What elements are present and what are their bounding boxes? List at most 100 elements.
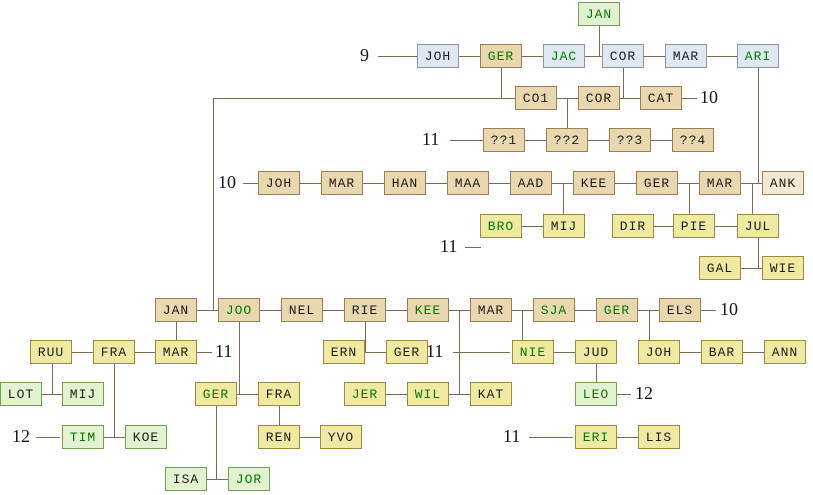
person-box[interactable]: JOO (218, 298, 260, 322)
person-box[interactable]: KAT (470, 382, 512, 406)
person-box[interactable]: CO1 (515, 86, 557, 110)
person-box[interactable]: CAT (640, 86, 682, 110)
connector-line (689, 183, 690, 214)
person-box[interactable]: GER (195, 382, 237, 406)
person-box[interactable]: MAR (155, 340, 197, 364)
connector-line (104, 437, 125, 438)
person-box[interactable]: YVO (320, 425, 362, 449)
person-box[interactable]: COR (602, 44, 644, 68)
person-box[interactable]: MAA (447, 171, 489, 195)
person-box[interactable]: MAR (699, 171, 741, 195)
connector-line (522, 56, 543, 57)
connector-line (279, 406, 280, 425)
person-box[interactable]: LEO (575, 382, 617, 406)
connector-line (489, 183, 510, 184)
person-box[interactable]: JOH (638, 340, 680, 364)
person-box[interactable]: MAR (321, 171, 363, 195)
connector-line (300, 437, 320, 438)
person-box[interactable]: DIR (612, 214, 654, 238)
person-box[interactable]: JAN (578, 2, 620, 26)
person-box[interactable]: PIE (673, 214, 715, 238)
person-box[interactable]: KEE (407, 298, 449, 322)
person-box[interactable]: COR (578, 86, 620, 110)
connector-line (651, 140, 672, 141)
connector-line (176, 322, 177, 340)
person-box[interactable]: JUL (737, 214, 779, 238)
person-box[interactable]: WIE (762, 256, 804, 280)
person-box[interactable]: ANK (762, 171, 804, 195)
person-box[interactable]: RUU (30, 340, 72, 364)
person-box[interactable]: GER (480, 44, 522, 68)
person-box[interactable]: ??4 (672, 128, 714, 152)
connector-line (365, 352, 386, 353)
generation-label: 9 (360, 45, 369, 66)
person-box[interactable]: ERI (575, 425, 617, 449)
person-box[interactable]: KOE (125, 425, 167, 449)
connector-line (741, 183, 762, 184)
connector-line (260, 310, 281, 311)
person-box[interactable]: KEE (573, 171, 615, 195)
person-box[interactable]: ISA (165, 467, 207, 491)
person-box[interactable]: ??2 (546, 128, 588, 152)
person-box[interactable]: MAR (470, 298, 512, 322)
connector-line (617, 437, 638, 438)
person-box[interactable]: MIJ (62, 382, 104, 406)
connector-line (72, 352, 93, 353)
generation-label: 10 (700, 87, 718, 108)
person-box[interactable]: TIM (62, 425, 104, 449)
generation-label: 11 (422, 129, 440, 150)
person-box[interactable]: JER (344, 382, 386, 406)
connector-line (522, 310, 523, 340)
person-box[interactable]: WIL (407, 382, 449, 406)
connector-line (707, 56, 737, 57)
person-box[interactable]: LIS (638, 425, 680, 449)
person-box[interactable]: AAD (510, 171, 552, 195)
person-box[interactable]: JOH (417, 44, 459, 68)
connector-line (623, 68, 624, 98)
connector-line (649, 310, 650, 340)
connector-line (363, 183, 384, 184)
person-box[interactable]: MIJ (543, 214, 585, 238)
connector-line (207, 479, 228, 480)
connector-line (575, 310, 596, 311)
person-box[interactable]: GER (596, 298, 638, 322)
person-box[interactable]: FRA (258, 382, 300, 406)
generation-label: 10 (720, 299, 738, 320)
connector-line (300, 183, 321, 184)
person-box[interactable]: JAC (543, 44, 585, 68)
connector-line (596, 364, 597, 382)
person-box[interactable]: LOT (0, 382, 42, 406)
person-box[interactable]: GER (636, 171, 678, 195)
connector-line (620, 98, 640, 99)
connector-line (386, 394, 407, 395)
connector-line (585, 56, 602, 57)
person-box[interactable]: JOR (228, 467, 270, 491)
person-box[interactable]: ??3 (609, 128, 651, 152)
person-box[interactable]: MAR (665, 44, 707, 68)
person-box[interactable]: GAL (699, 256, 741, 280)
person-box[interactable]: ELS (659, 298, 701, 322)
person-box[interactable]: JUD (575, 340, 617, 364)
person-box[interactable]: NIE (512, 340, 554, 364)
person-box[interactable]: BAR (701, 340, 743, 364)
connector-line (213, 98, 515, 99)
connector-line (135, 352, 155, 353)
person-box[interactable]: NEL (281, 298, 323, 322)
person-box[interactable]: RIE (344, 298, 386, 322)
person-box[interactable]: SJA (533, 298, 575, 322)
person-box[interactable]: ??1 (483, 128, 525, 152)
connector-line (213, 98, 214, 310)
connector-line (323, 310, 344, 311)
person-box[interactable]: ANN (764, 340, 806, 364)
person-box[interactable]: BRO (480, 214, 522, 238)
person-box[interactable]: HAN (384, 171, 426, 195)
person-box[interactable]: ARI (737, 44, 779, 68)
person-box[interactable]: ERN (323, 340, 365, 364)
person-box[interactable]: JOH (258, 171, 300, 195)
person-box[interactable]: GER (386, 340, 428, 364)
generation-dash (36, 437, 60, 438)
connector-line (680, 352, 701, 353)
person-box[interactable]: REN (258, 425, 300, 449)
person-box[interactable]: FRA (93, 340, 135, 364)
person-box[interactable]: JAN (155, 298, 197, 322)
